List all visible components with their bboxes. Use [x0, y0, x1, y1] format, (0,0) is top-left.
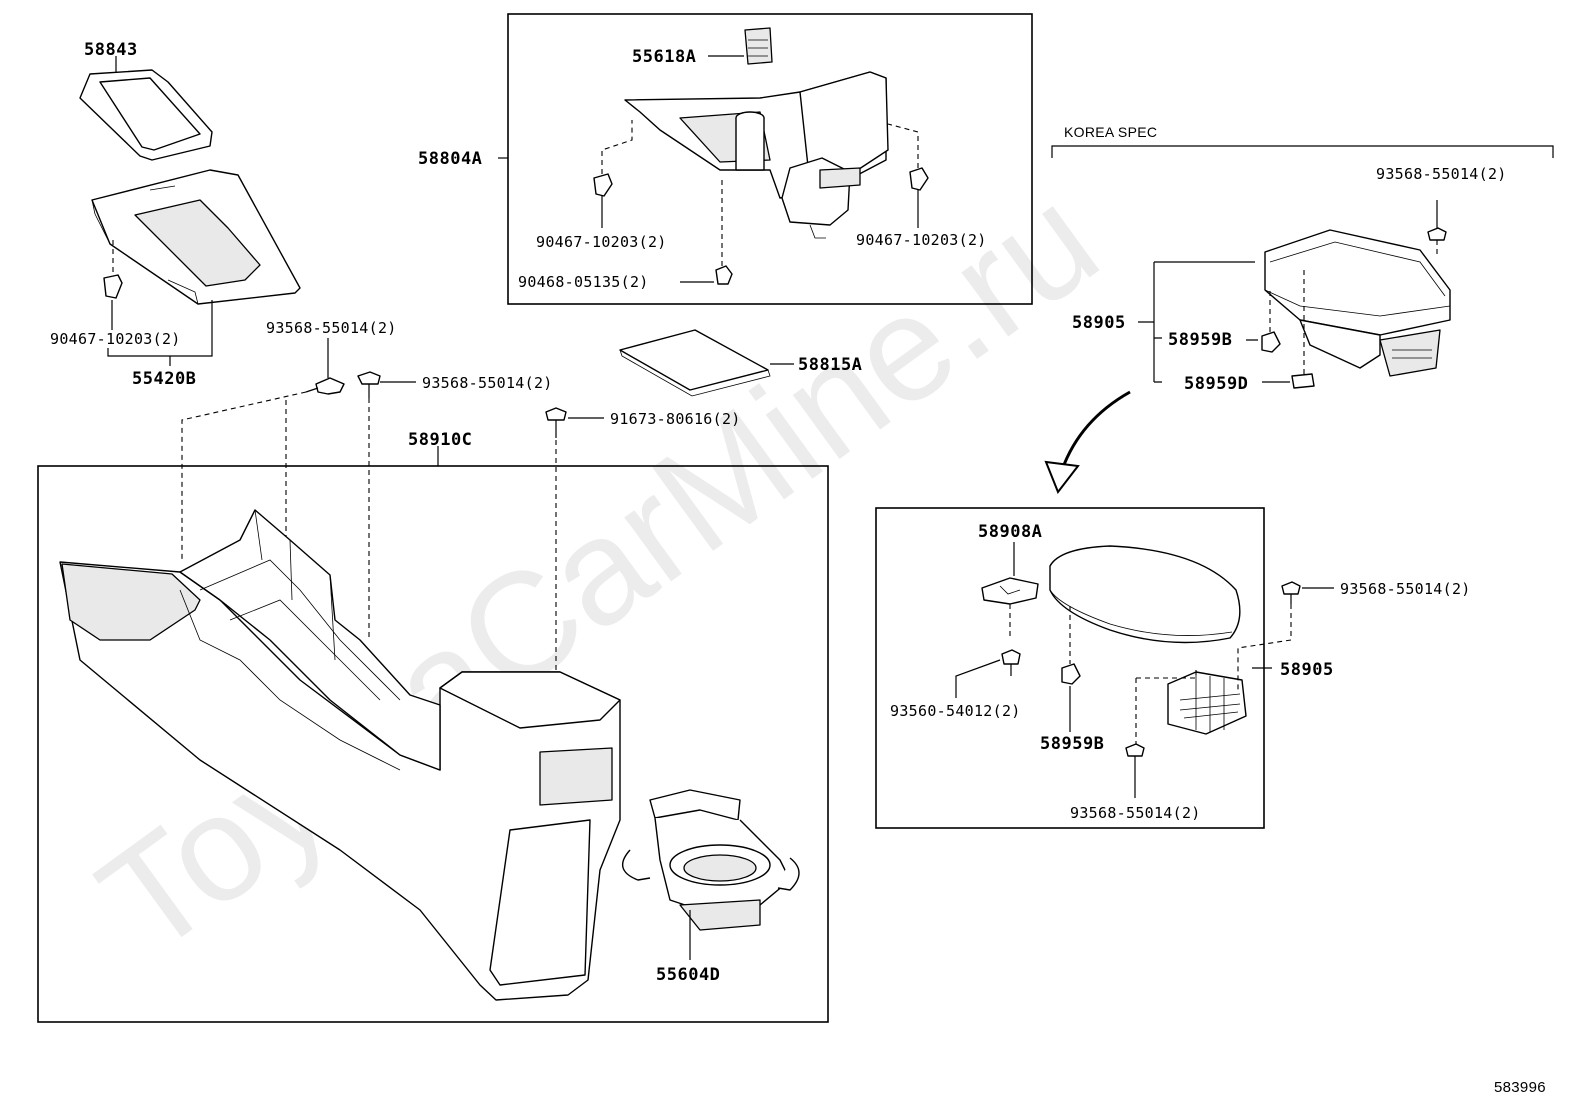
label-93568-b: 93568-55014(2) — [422, 374, 553, 392]
clip-90467-mid-right-icon — [909, 167, 929, 191]
part-55420b-shift-panel — [91, 169, 301, 305]
part-58804a-console-tray — [624, 71, 889, 239]
diagram-id: 583996 — [1494, 1079, 1546, 1096]
korea-spec-bracket — [1051, 145, 1554, 158]
label-58959b-detail: 58959B — [1040, 734, 1104, 754]
bolt-93568-korea-icon — [1427, 200, 1447, 241]
part-55618a-insert — [744, 27, 773, 65]
arrow-korea-to-detail-icon — [1044, 390, 1131, 495]
clip-90467-left-icon — [103, 274, 123, 299]
label-58908a: 58908A — [978, 522, 1042, 542]
part-armrest-hinge — [1167, 671, 1247, 735]
label-58905-korea: 58905 — [1072, 313, 1126, 333]
bolt-93568-detail-right-icon — [1281, 581, 1301, 604]
part-58910c-console-body — [59, 509, 621, 1001]
label-90467-mid-left: 90467-10203(2) — [536, 233, 667, 251]
part-58959b-detail-icon — [1061, 663, 1081, 685]
label-58959d-korea: 58959D — [1184, 374, 1248, 394]
frame-cupholder-box — [507, 13, 1033, 305]
part-58908a-bracket — [981, 577, 1039, 605]
part-armrest-lid — [1049, 545, 1241, 644]
label-93560: 93560-54012(2) — [890, 702, 1021, 720]
part-58815a-mat — [619, 329, 771, 397]
label-93568-a: 93568-55014(2) — [266, 319, 397, 337]
label-55420b: 55420B — [132, 369, 196, 389]
clip-90467-mid-left-icon — [593, 173, 613, 197]
label-93568-detail-bottom: 93568-55014(2) — [1070, 804, 1201, 822]
label-58843: 58843 — [84, 40, 138, 60]
label-91673: 91673-80616(2) — [610, 410, 741, 428]
label-55604d: 55604D — [656, 965, 720, 985]
label-58804a: 58804A — [418, 149, 482, 169]
label-90468: 90468-05135(2) — [518, 273, 649, 291]
bolt-93568-detail-bottom-icon — [1125, 743, 1145, 798]
part-58959d-korea-icon — [1291, 373, 1315, 389]
label-90467-mid-right: 90467-10203(2) — [856, 231, 987, 249]
label-korea-spec: KOREA SPEC — [1064, 124, 1157, 140]
label-58910c: 58910C — [408, 430, 472, 450]
clip-90468-icon — [715, 265, 733, 285]
label-58959b-korea: 58959B — [1168, 330, 1232, 350]
frame-console-box — [37, 465, 829, 1023]
part-58905-korea-armrest — [1264, 229, 1451, 377]
label-93568-korea: 93568-55014(2) — [1376, 165, 1507, 183]
part-55604d-cup-holder — [621, 789, 800, 931]
label-93568-detail-right: 93568-55014(2) — [1340, 580, 1471, 598]
bolt-93568-a-icon — [305, 377, 345, 395]
screw-93560-icon — [1001, 649, 1021, 676]
part-58959b-korea-icon — [1261, 331, 1281, 353]
label-58815a: 58815A — [798, 355, 862, 375]
bolt-91673-icon — [545, 407, 567, 438]
bolt-93568-b-icon — [357, 371, 381, 398]
part-58843-shift-frame — [79, 69, 213, 161]
label-58905-detail: 58905 — [1280, 660, 1334, 680]
label-90467-left: 90467-10203(2) — [50, 330, 181, 348]
label-55618a: 55618A — [632, 47, 696, 67]
